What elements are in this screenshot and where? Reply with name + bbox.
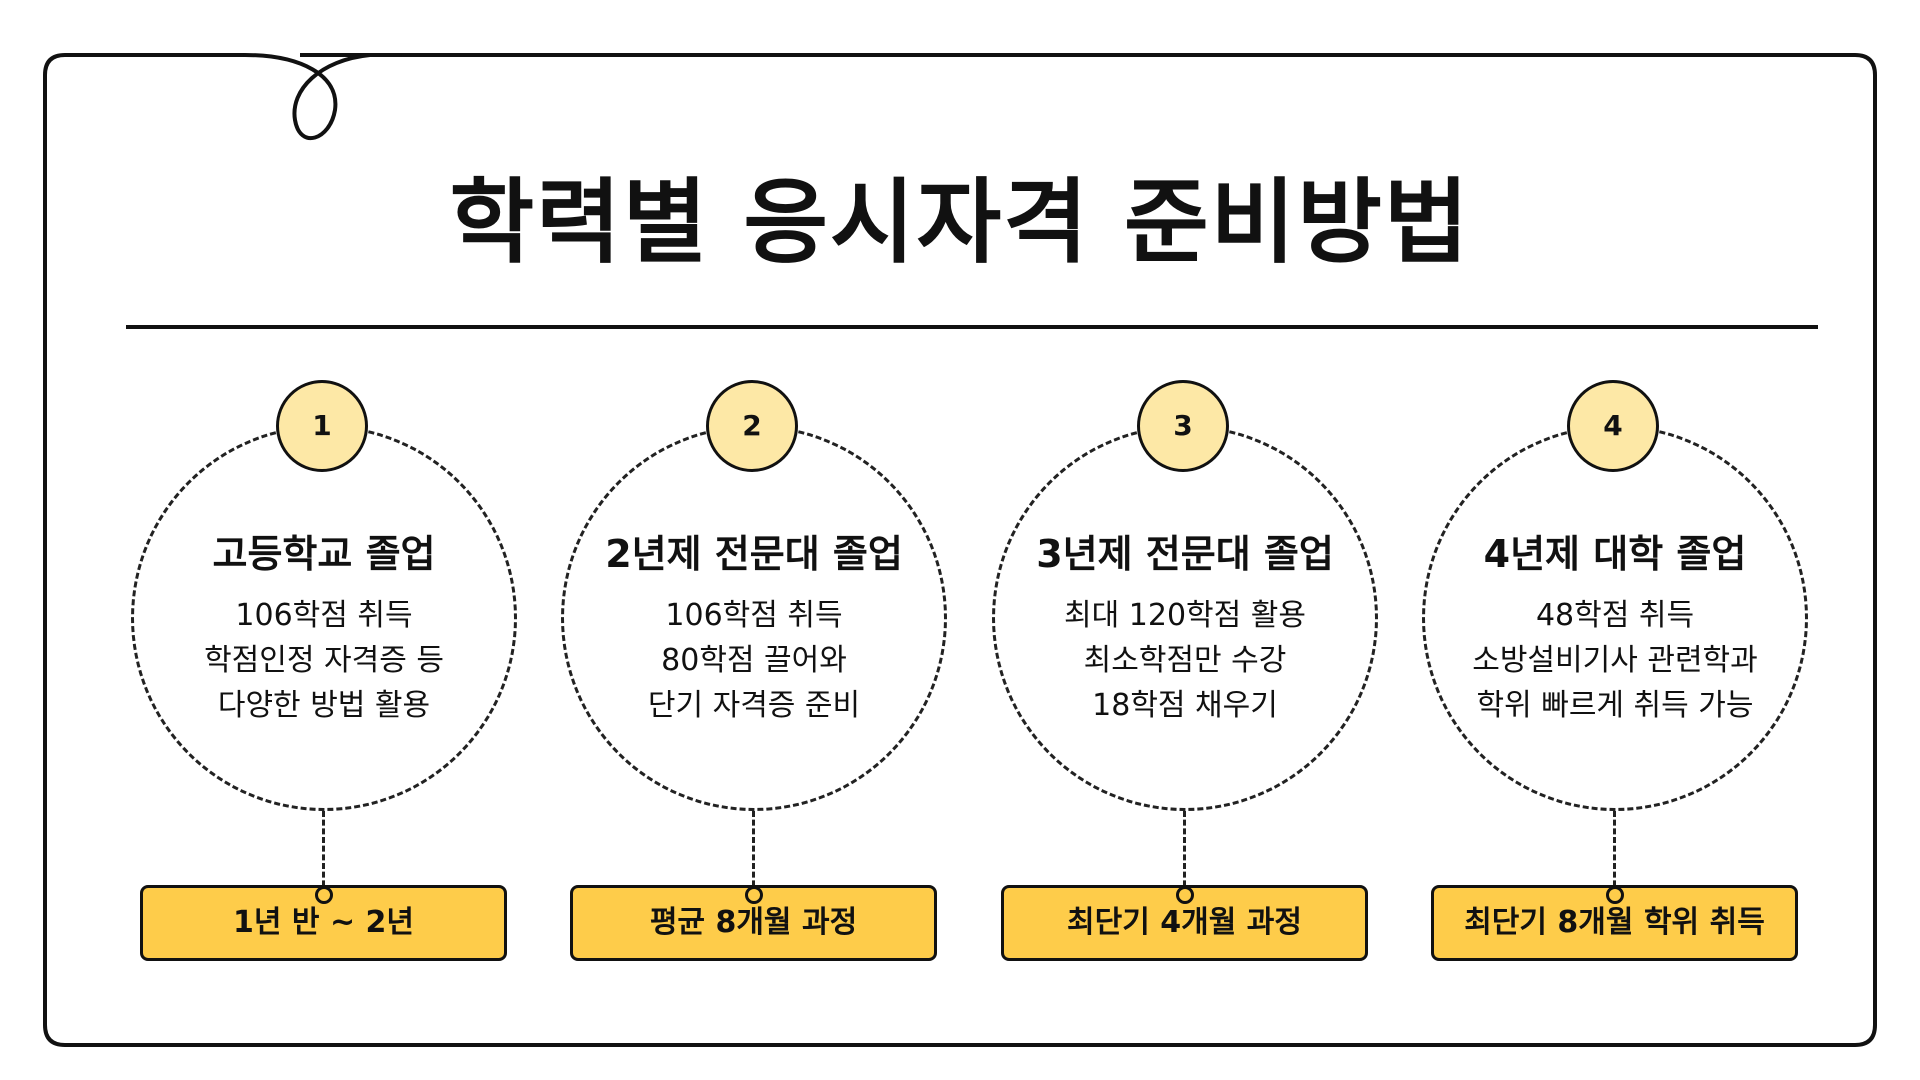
step-desc-line: 48학점 취득: [1535, 598, 1695, 633]
step-3: 3 3년제 전문대 졸업 최대 120학점 활용 최소학점만 수강 18학점 채…: [988, 0, 1388, 1080]
step-connector: [322, 811, 325, 895]
step-desc-line: 단기 자격증 준비: [647, 688, 861, 723]
step-desc-line: 다양한 방법 활용: [217, 688, 431, 723]
step-title: 2년제 전문대 졸업: [605, 532, 903, 576]
step-desc-line: 학위 빠르게 취득 가능: [1476, 688, 1754, 723]
step-desc-line: 최소학점만 수강: [1083, 643, 1287, 678]
step-connector: [1613, 811, 1616, 895]
step-1: 1 고등학교 졸업 106학점 취득 학점인정 자격증 등 다양한 방법 활용 …: [127, 0, 527, 1080]
title-divider: [126, 325, 1818, 329]
step-number-badge: 1: [276, 380, 368, 472]
step-2: 2 2년제 전문대 졸업 106학점 취득 80학점 끌어와 단기 자격증 준비…: [557, 0, 957, 1080]
connector-dot: [1606, 886, 1624, 904]
step-4: 4 4년제 대학 졸업 48학점 취득 소방설비기사 관련학과 학위 빠르게 취…: [1418, 0, 1818, 1080]
step-desc-line: 106학점 취득: [235, 598, 413, 633]
step-title: 3년제 전문대 졸업: [1036, 532, 1334, 576]
step-connector: [752, 811, 755, 895]
step-title: 4년제 대학 졸업: [1483, 532, 1747, 576]
connector-dot: [1176, 886, 1194, 904]
page-title: 학력별 응시자격 준비방법: [449, 169, 1471, 276]
step-number-badge: 4: [1567, 380, 1659, 472]
connector-dot: [315, 886, 333, 904]
step-title: 고등학교 졸업: [212, 532, 436, 576]
step-desc-line: 최대 120학점 활용: [1064, 598, 1306, 633]
step-duration-label: 최단기 4개월 과정: [1001, 885, 1368, 961]
step-desc-line: 18학점 채우기: [1092, 688, 1278, 723]
connector-dot: [745, 886, 763, 904]
step-number-badge: 3: [1137, 380, 1229, 472]
step-desc-line: 106학점 취득: [665, 598, 843, 633]
step-desc-line: 학점인정 자격증 등: [204, 643, 444, 678]
step-connector: [1183, 811, 1186, 895]
step-number-badge: 2: [706, 380, 798, 472]
ribbon-loop-icon: [243, 53, 402, 141]
step-desc-line: 소방설비기사 관련학과: [1472, 643, 1758, 678]
step-duration-label: 최단기 8개월 학위 취득: [1431, 885, 1798, 961]
card-border: [43, 53, 1877, 1047]
step-desc-line: 80학점 끌어와: [661, 643, 847, 678]
